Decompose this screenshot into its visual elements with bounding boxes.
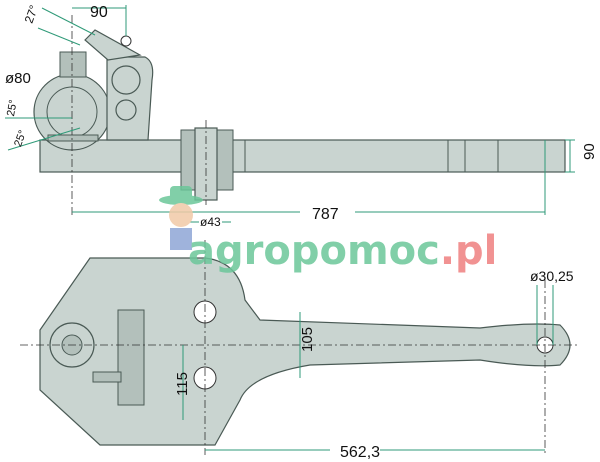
dim-overall-length: 787 (312, 206, 339, 223)
dim-angle-upper: 25° (5, 99, 20, 117)
watermark-logo: agropomoc.pl (159, 186, 497, 274)
dim-lower-spacing: 115 (174, 372, 191, 396)
dim-ball-diameter: ø80 (5, 70, 31, 87)
side-view: 787 90 27° ø80 25° 25° 90 (5, 3, 598, 223)
dim-angle-top: 27° (22, 3, 41, 25)
dim-bar-height: 90 (581, 143, 598, 160)
svg-text:agropomoc.pl: agropomoc.pl (188, 228, 497, 274)
plate (39, 257, 571, 446)
plan-view: 562,3 105 115 ø30,25 ø43 (20, 215, 580, 461)
dim-angle-lower: 25° (12, 129, 29, 149)
dim-hole-spacing: 105 (299, 327, 316, 352)
housing-cap (59, 51, 87, 78)
dim-offset-top: 90 (90, 4, 108, 21)
base-bar (39, 139, 566, 173)
dim-reach-length: 562,3 (340, 444, 380, 461)
dim-hole-diameter-plate: ø43 (200, 215, 221, 229)
dim-hole-diameter-end: ø30,25 (530, 268, 574, 284)
